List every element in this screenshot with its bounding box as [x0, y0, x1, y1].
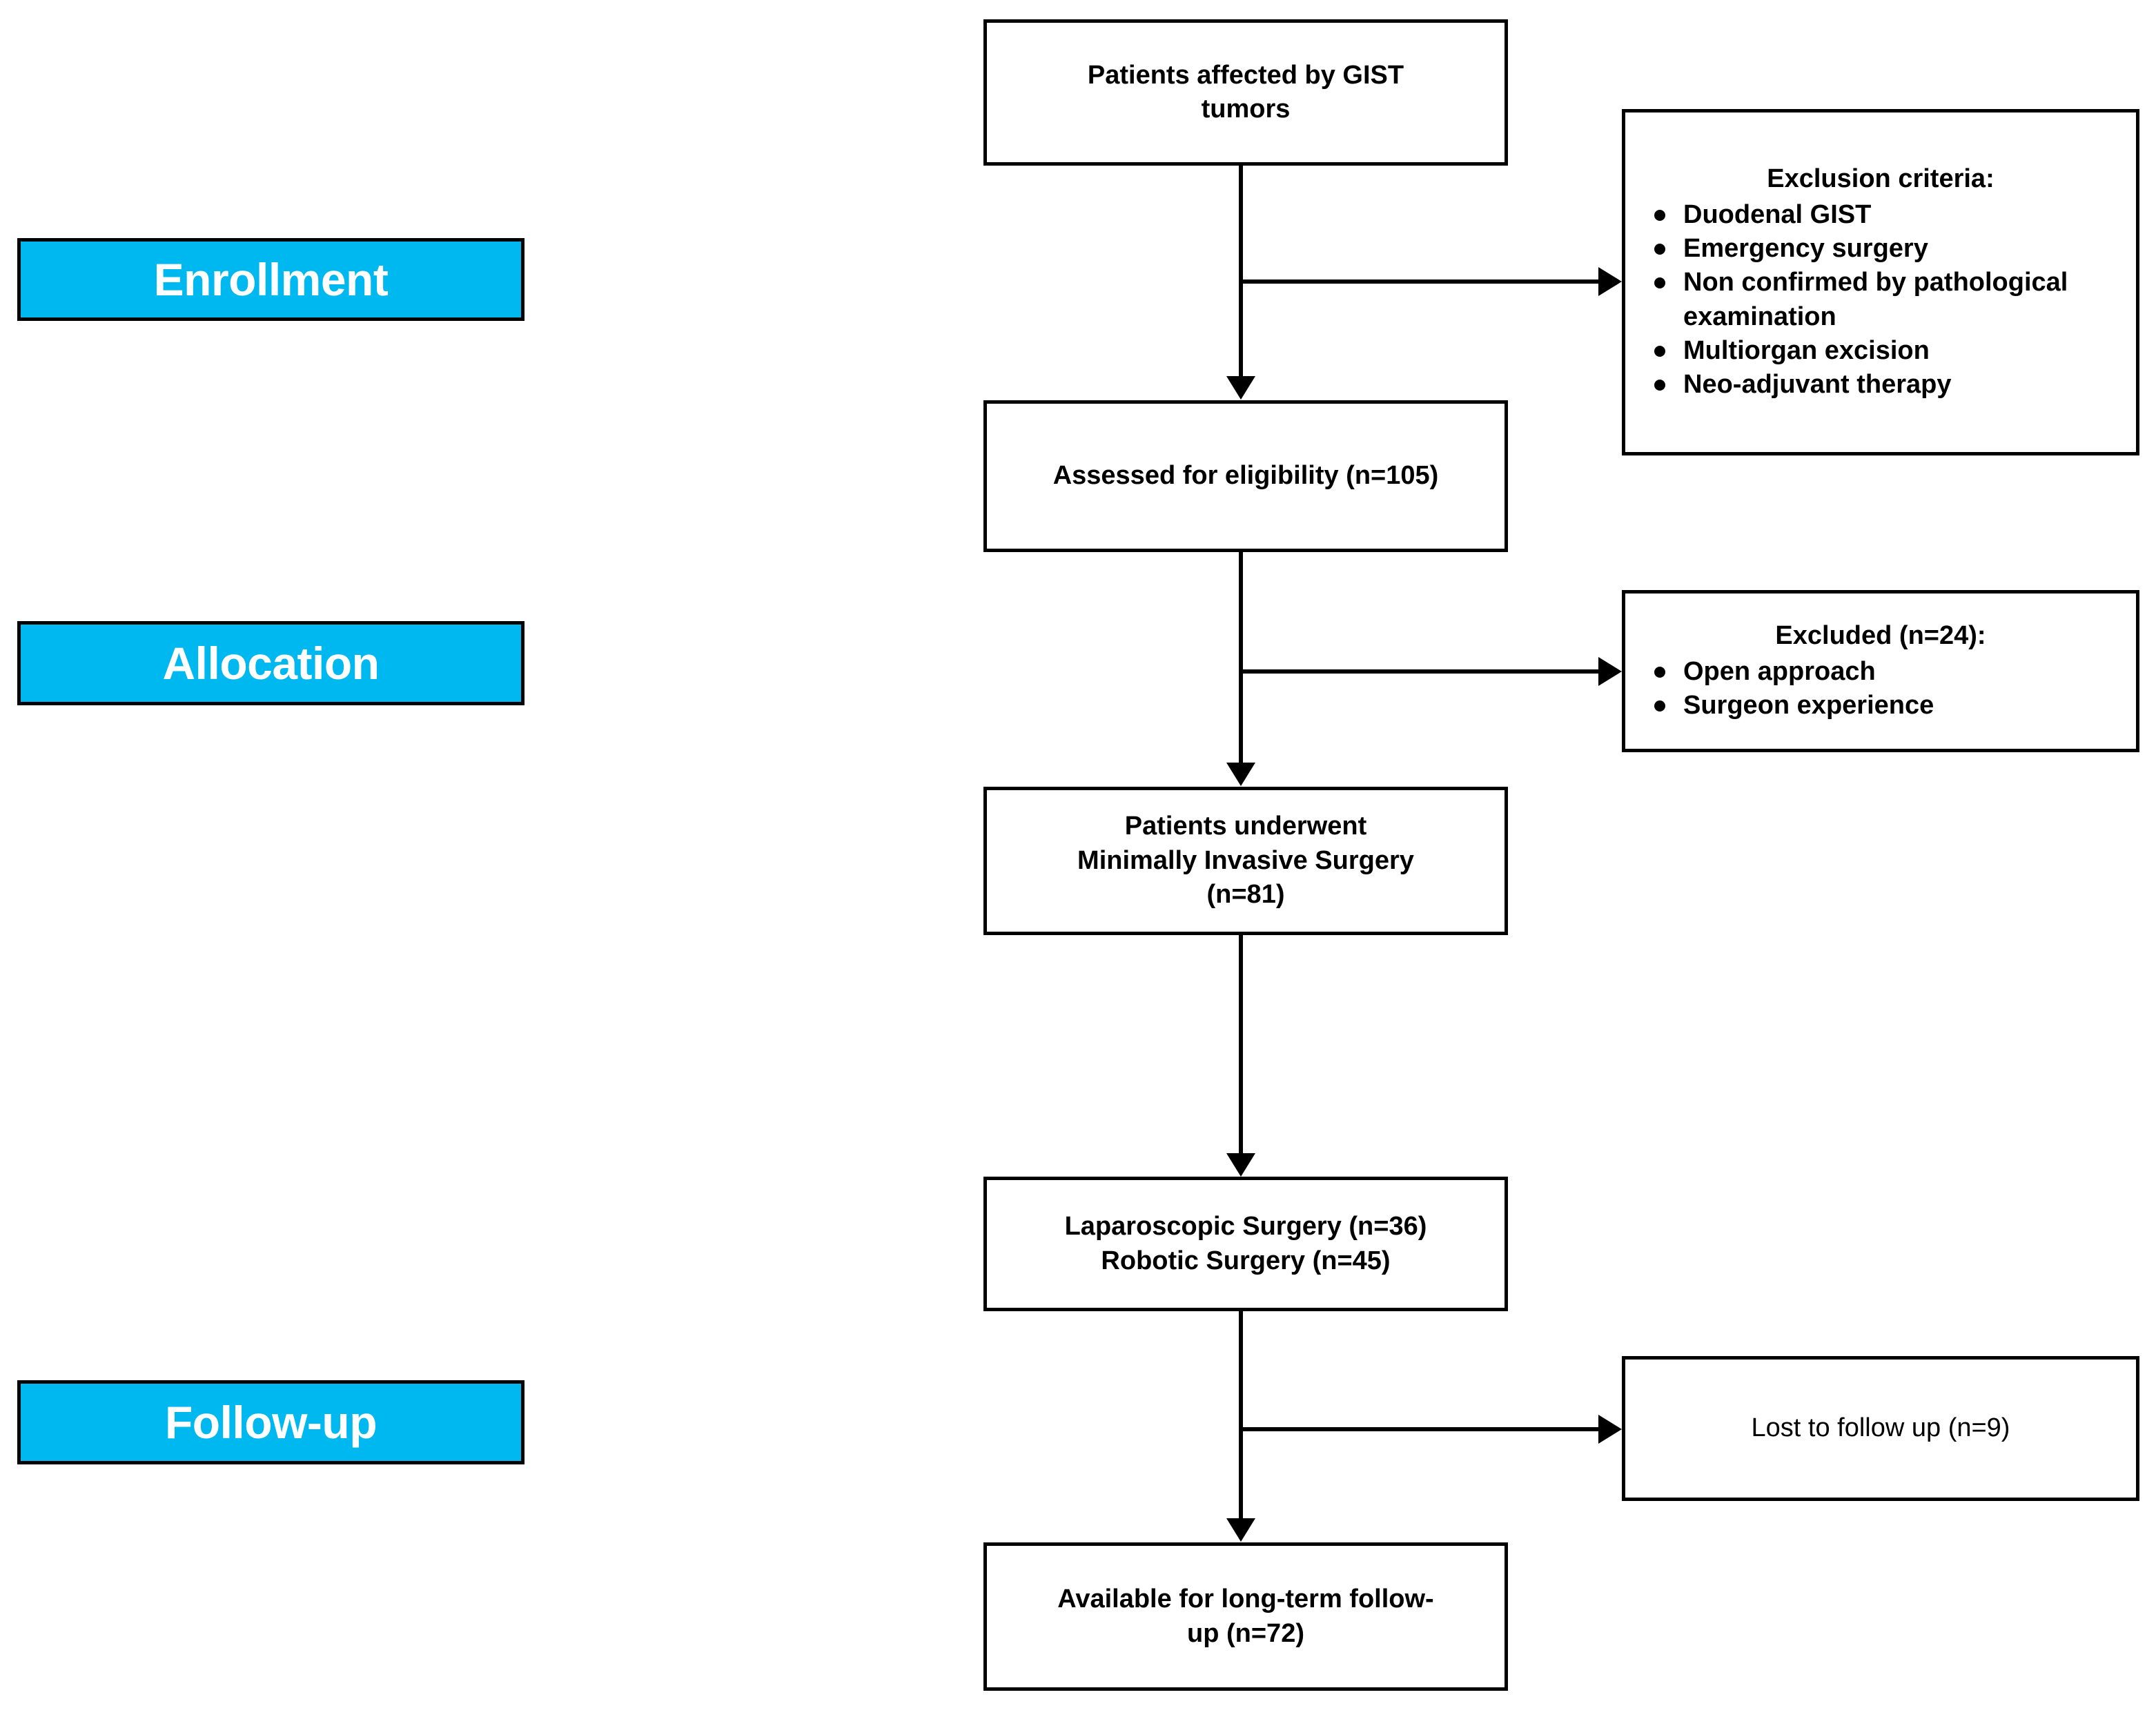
connector-arrow-to-long-term-followup [1226, 1518, 1255, 1542]
flow-box-minimally-invasive-surgery-line1: Patients underwent [1124, 812, 1367, 841]
connector-line-followup-vertical [1239, 1311, 1243, 1518]
connector-arrow-to-surgery-approach [1226, 1153, 1255, 1177]
flow-box-minimally-invasive-surgery-line3: (n=81) [1206, 880, 1285, 910]
side-box-excluded-list: Open approach Surgeon experience [1643, 655, 2118, 723]
list-item: Duodenal GIST [1643, 198, 2118, 232]
connector-line-surgery-vertical [1239, 935, 1243, 1155]
connector-arrow-to-exclusion-criteria [1598, 267, 1622, 296]
connector-line-to-excluded [1241, 669, 1600, 674]
connector-arrow-to-eligibility [1226, 376, 1255, 400]
flow-box-surgery-approach-line1: Laparoscopic Surgery (n=36) [1064, 1212, 1427, 1242]
flow-box-eligibility: Assessed for eligibility (n=105) [983, 400, 1508, 552]
connector-line-to-exclusion-criteria [1241, 279, 1600, 284]
list-item: Neo-adjuvant therapy [1643, 368, 2118, 402]
stage-label-enrollment: Enrollment [17, 238, 525, 321]
connector-line-allocation-vertical [1239, 552, 1243, 763]
stage-label-follow-up-text: Follow-up [164, 1397, 378, 1448]
side-box-exclusion-criteria-title: Exclusion criteria: [1767, 164, 1995, 194]
list-item: Surgeon experience [1643, 689, 2118, 723]
stage-label-enrollment-text: Enrollment [153, 254, 389, 305]
flow-box-surgery-approach: Laparoscopic Surgery (n=36) Robotic Surg… [983, 1177, 1508, 1311]
flow-box-long-term-followup-line2: up (n=72) [1187, 1618, 1304, 1648]
flow-box-source-population: Patients affected by GIST tumors [983, 19, 1508, 166]
side-box-exclusion-criteria-list: Duodenal GIST Emergency surgery Non conf… [1643, 198, 2118, 402]
side-box-lost-to-followup-title: Lost to follow up (n=9) [1751, 1413, 2010, 1443]
flow-box-surgery-approach-line2: Robotic Surgery (n=45) [1101, 1246, 1391, 1275]
stage-label-allocation-text: Allocation [162, 638, 380, 689]
flow-box-source-population-line1: Patients affected by GIST [1087, 60, 1404, 90]
connector-line-to-lost-to-followup [1241, 1427, 1600, 1431]
list-item: Emergency surgery [1643, 232, 2118, 266]
side-box-excluded-title: Excluded (n=24): [1775, 621, 1986, 651]
flow-box-long-term-followup-line1: Available for long-term follow- [1057, 1584, 1434, 1614]
flow-box-minimally-invasive-surgery-line2: Minimally Invasive Surgery [1077, 845, 1414, 875]
stage-label-allocation: Allocation [17, 621, 525, 705]
list-item: Open approach [1643, 655, 2118, 689]
stage-label-follow-up: Follow-up [17, 1380, 525, 1464]
connector-arrow-to-lost-to-followup [1598, 1415, 1622, 1444]
connector-line-enrollment-vertical [1239, 166, 1243, 376]
flow-box-source-population-line2: tumors [1201, 95, 1291, 124]
flow-box-minimally-invasive-surgery: Patients underwent Minimally Invasive Su… [983, 787, 1508, 935]
side-box-exclusion-criteria: Exclusion criteria: Duodenal GIST Emerge… [1622, 109, 2139, 455]
side-box-lost-to-followup: Lost to follow up (n=9) [1622, 1356, 2139, 1501]
connector-arrow-to-minimally-invasive-surgery [1226, 763, 1255, 786]
side-box-excluded: Excluded (n=24): Open approach Surgeon e… [1622, 590, 2139, 752]
flow-box-eligibility-line1: Assessed for eligibility (n=105) [1052, 461, 1439, 491]
list-item: Multiorgan excision [1643, 334, 2118, 368]
flow-box-long-term-followup: Available for long-term follow- up (n=72… [983, 1542, 1508, 1691]
connector-arrow-to-excluded [1598, 657, 1622, 686]
list-item: Non confirmed by pathological examinatio… [1643, 266, 2118, 334]
